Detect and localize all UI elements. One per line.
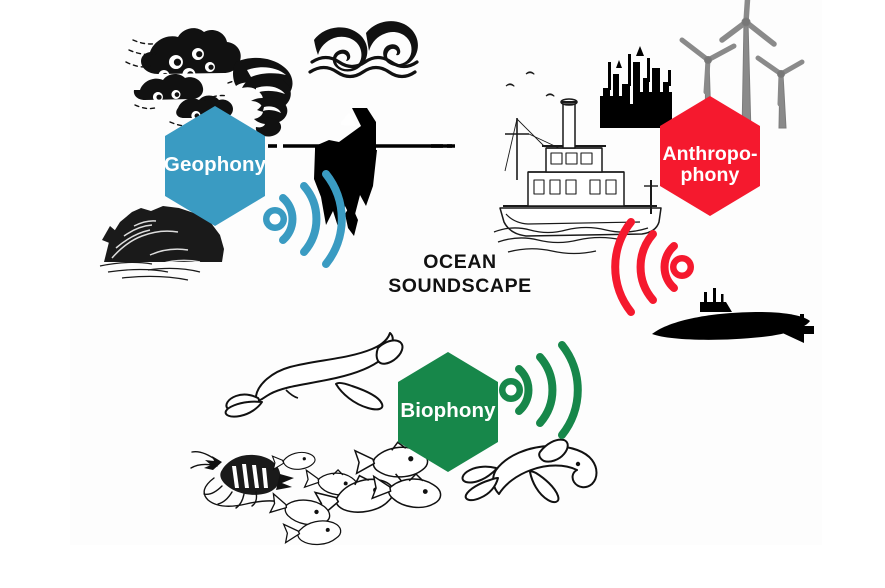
tornado-icon	[233, 57, 293, 137]
page-title-line2: SOUNDSCAPE	[388, 274, 532, 297]
rocky-cliff-icon	[99, 206, 224, 281]
biophony-sound-waves	[515, 341, 582, 439]
biophony-hexagon[interactable]	[398, 352, 498, 472]
ocean-waves-icon	[308, 21, 419, 79]
anthropophony-emitter-core	[676, 261, 688, 273]
dolphin-icon	[461, 438, 598, 504]
submarine-icon	[652, 288, 814, 343]
page-title: OCEAN SOUNDSCAPE	[345, 251, 575, 299]
tugboat-icon	[493, 71, 662, 255]
anthropophony-hexagon[interactable]	[660, 96, 760, 216]
whale-icon	[224, 332, 404, 418]
storm-clouds-icon	[125, 28, 246, 127]
refinery-icon	[600, 46, 672, 128]
biophony-emitter-core	[505, 384, 517, 396]
geophony-emitter-core	[269, 213, 281, 225]
geophony-hexagon[interactable]	[165, 106, 265, 226]
shrimp-icon	[190, 450, 294, 509]
page-title-line1: OCEAN	[423, 251, 497, 273]
fish-school-icon	[268, 441, 442, 546]
anthropophony-sound-waves	[611, 218, 678, 316]
geophony-sound-waves	[279, 170, 346, 268]
iceberg-icon	[314, 108, 377, 236]
